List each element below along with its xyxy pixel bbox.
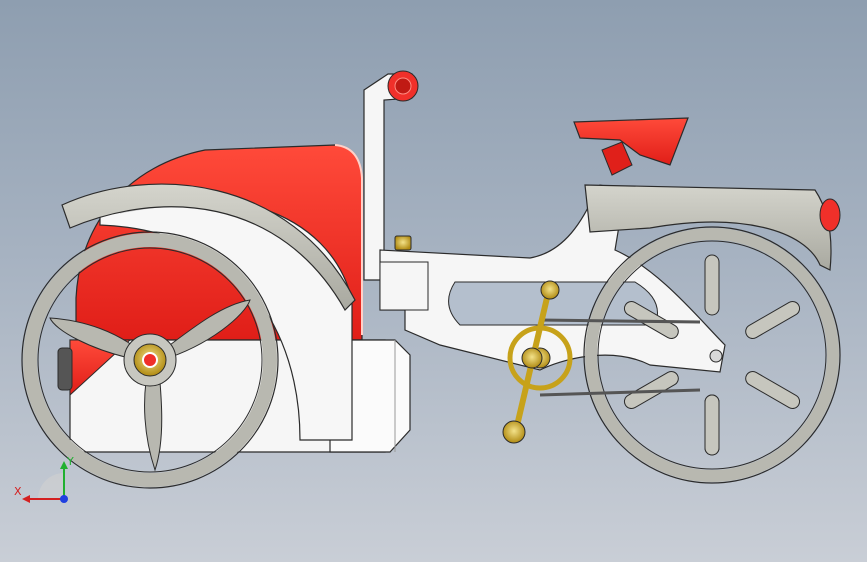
left-wheel: [21, 231, 279, 489]
x-axis-label: X: [14, 485, 22, 498]
y-axis-label: Y: [66, 455, 74, 468]
seat: [573, 117, 689, 176]
coordinate-triad: X Y: [14, 455, 74, 503]
x-axis-head: [22, 495, 30, 503]
rear-fender: [61, 183, 356, 311]
steering-post: [363, 70, 419, 281]
chain-drive: [502, 280, 701, 444]
z-axis-dot: [60, 495, 68, 503]
y-axis-head: [60, 461, 68, 469]
rear-mudguard: [584, 184, 841, 271]
triad-plane: [38, 473, 64, 499]
